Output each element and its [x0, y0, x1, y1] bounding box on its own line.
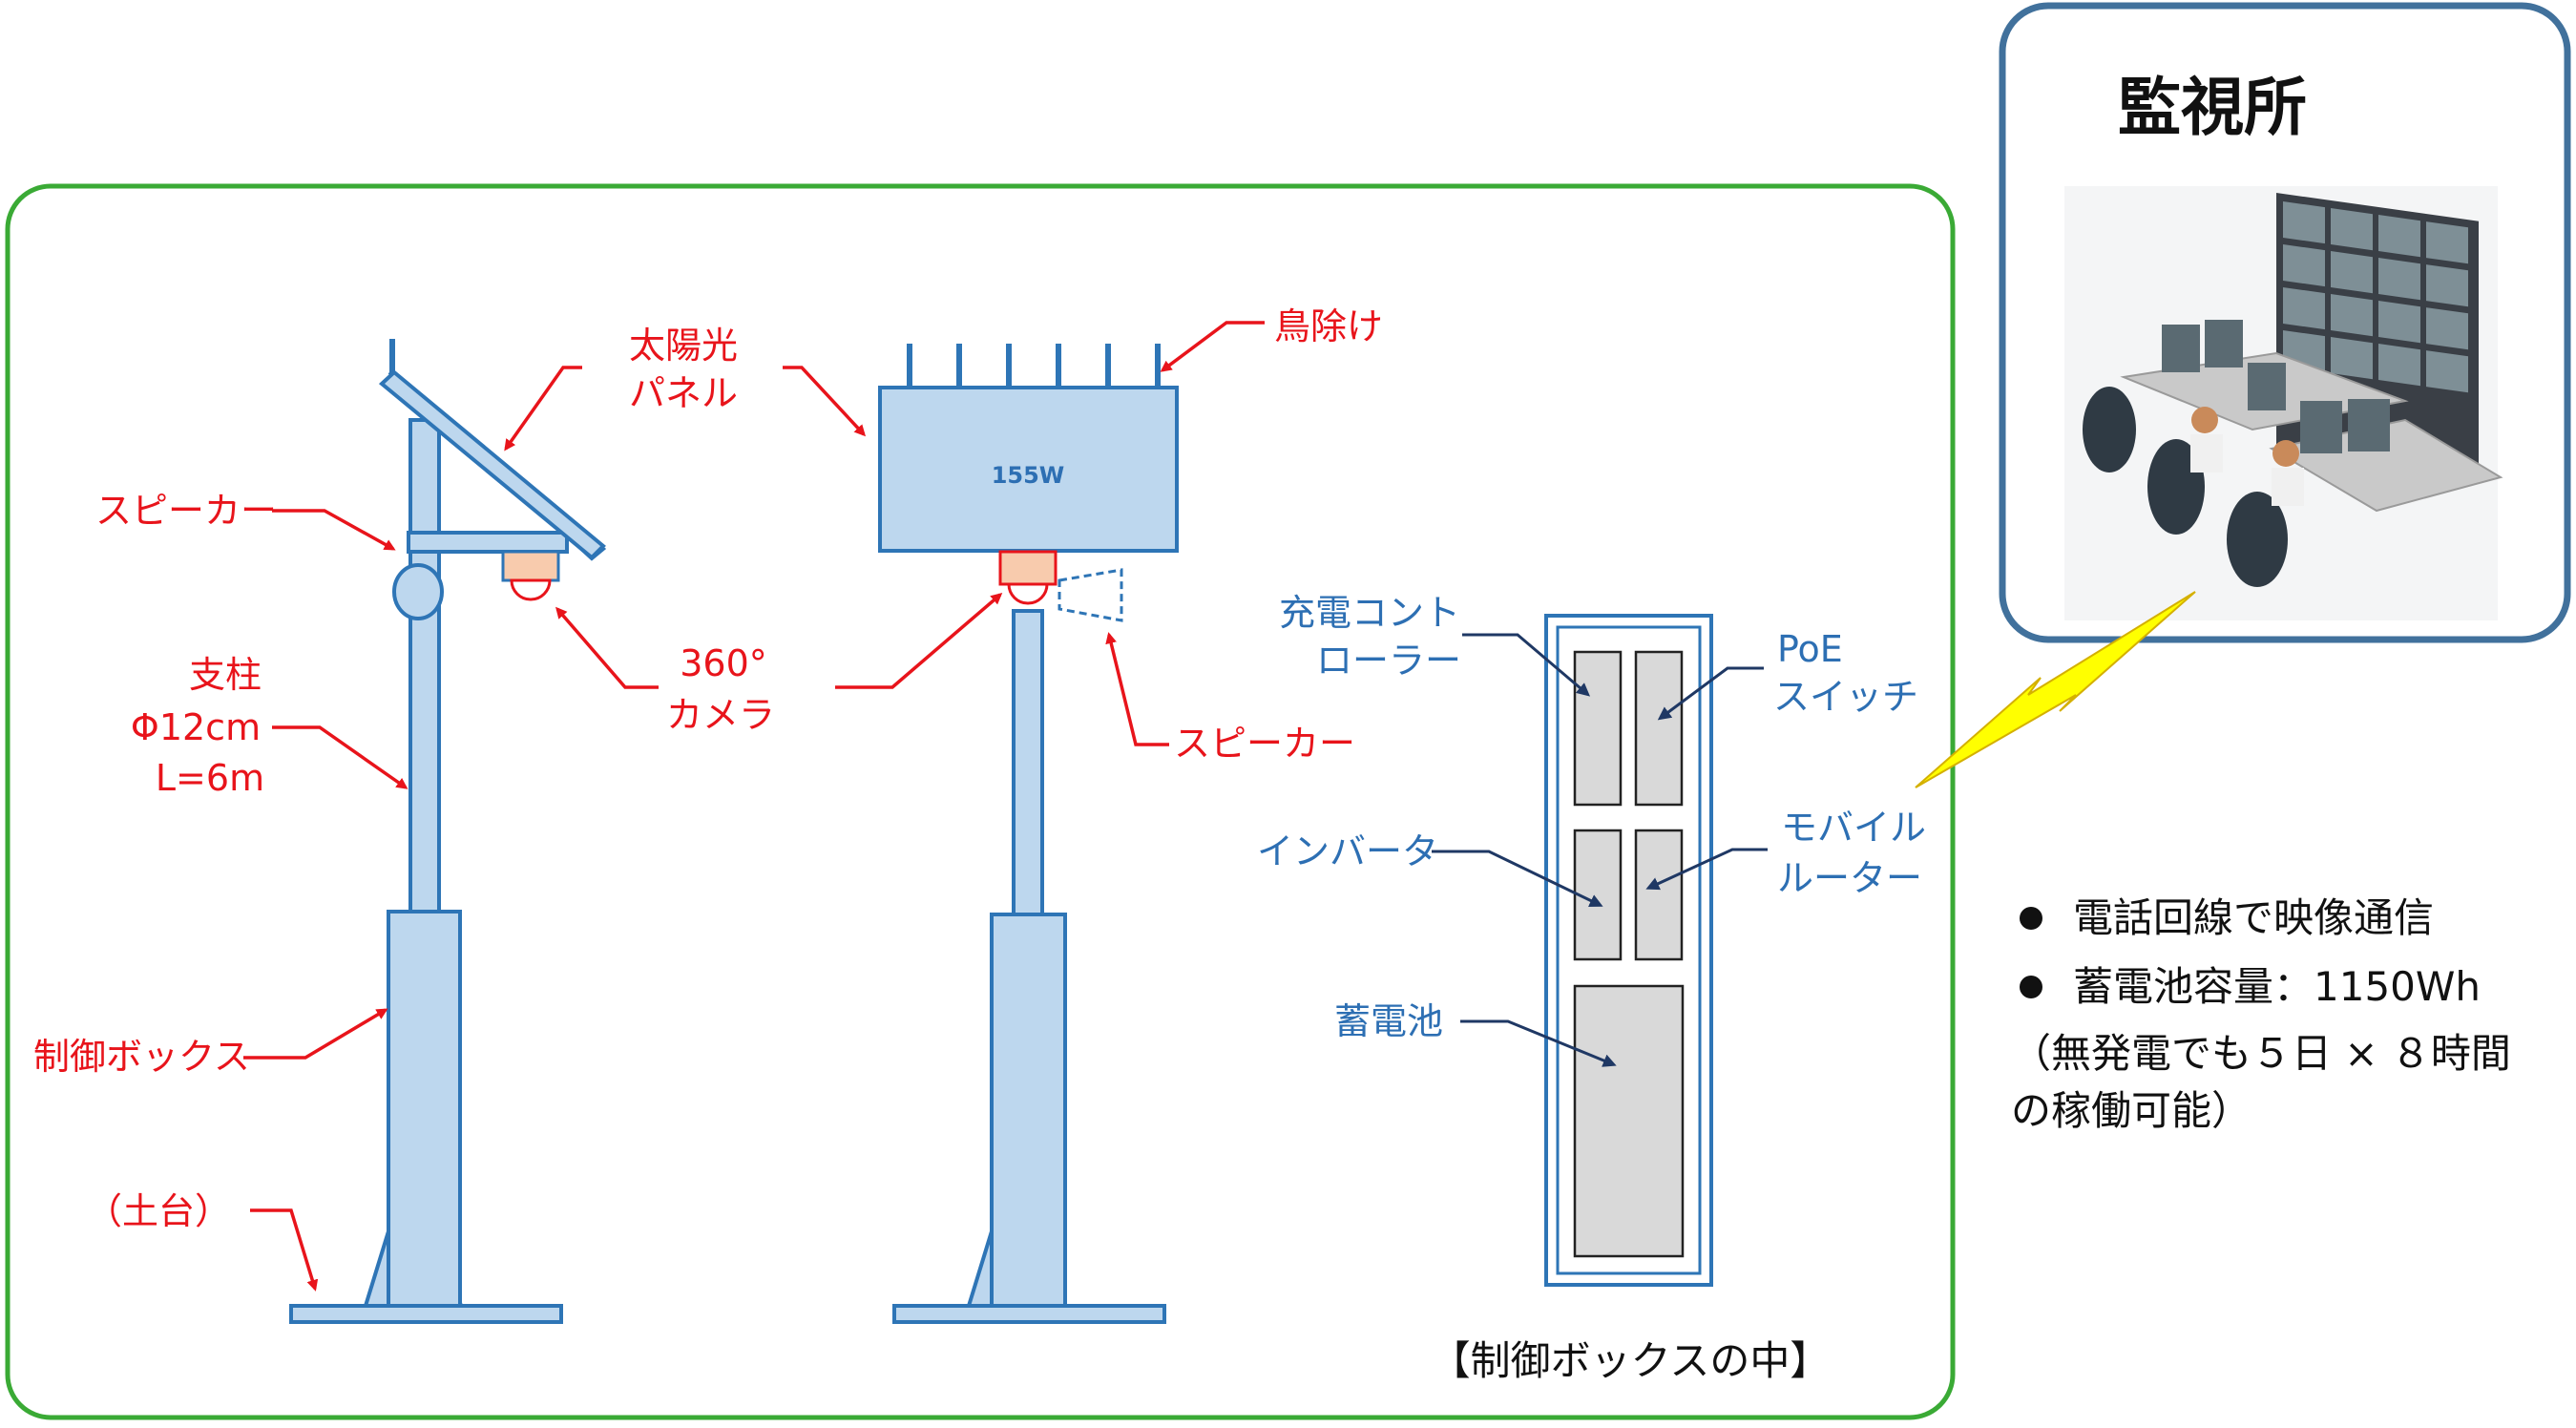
solar-panel-arrow-right — [783, 366, 867, 437]
control-box-front — [990, 913, 1067, 1308]
mobile-router-label: モバイル — [1781, 807, 1926, 849]
poe-switch — [1634, 650, 1684, 807]
operator-head — [2272, 440, 2299, 467]
bird-guard-arrow — [1160, 321, 1265, 372]
operator-body — [2190, 434, 2223, 472]
desk-monitor — [2162, 325, 2200, 372]
desk-monitor — [2248, 363, 2286, 410]
mounting-arm — [407, 531, 569, 554]
mobile-router-label-2: ルーター — [1777, 857, 1922, 899]
charge-controller-label-2: ローラー — [1316, 640, 1461, 682]
camera-mount-side — [501, 550, 560, 582]
bird-guard-spike — [1155, 344, 1161, 389]
chair — [2083, 387, 2136, 472]
bird-guard-spike — [1105, 344, 1111, 389]
pole-label-2: Φ12cm — [131, 706, 261, 748]
base-label: （土台） — [86, 1190, 231, 1232]
note-extra-2: の稼働可能） — [2011, 1087, 2251, 1134]
base-arrow — [250, 1208, 319, 1292]
camera-dome-front — [1007, 582, 1049, 605]
solar-panel-front — [878, 386, 1179, 553]
camera-arrow-left — [555, 606, 659, 689]
desk-monitor — [2348, 399, 2390, 452]
monitoring-station-title: 監視所 — [2118, 71, 2307, 144]
speaker-left-label: スピーカー — [95, 490, 277, 532]
mobile-router — [1634, 829, 1684, 961]
control-box-arrow — [243, 1008, 388, 1060]
poe-switch-label-2: スイッチ — [1773, 676, 1918, 718]
control-box-interior: 【制御ボックスの中】 — [1431, 614, 1831, 1384]
bird-guard-spike — [1006, 344, 1012, 389]
speaker-front — [1058, 568, 1123, 622]
charge-controller-arrow — [1462, 633, 1591, 697]
front-view-pole-assembly: 155W — [878, 344, 1179, 1324]
charge-controller-label: 充電コント — [1279, 592, 1460, 634]
camera-label: 360° — [680, 642, 767, 684]
speaker-side — [392, 563, 444, 620]
inverter-label: インバータ — [1257, 830, 1438, 872]
pole-arrow — [272, 725, 408, 789]
note-item-2: 蓄電池容量：1150Wh — [2073, 963, 2481, 1010]
mobile-router-arrow — [1645, 848, 1768, 891]
pole-label: 支柱 — [189, 654, 262, 696]
note-bullet — [2020, 976, 2042, 998]
bird-guard-spike — [389, 339, 395, 382]
control-box-caption: 【制御ボックスの中】 — [1431, 1337, 1831, 1384]
pole-front — [1012, 609, 1044, 916]
poe-switch-arrow — [1657, 666, 1764, 721]
note-item-1: 電話回線で映像通信 — [2073, 894, 2434, 941]
control-room-illustration — [2064, 186, 2503, 620]
speaker-right-arrow — [1105, 632, 1169, 746]
battery-arrow — [1460, 1019, 1617, 1067]
speaker-left-arrow — [272, 509, 396, 551]
control-box-label: 制御ボックス — [33, 1036, 250, 1078]
bird-guard-spike — [907, 344, 912, 389]
battery — [1573, 984, 1685, 1258]
wireless-link-icon — [1915, 591, 2196, 788]
camera-mount-front — [998, 550, 1058, 586]
desk-monitor — [2300, 401, 2342, 453]
camera-dome-side — [510, 578, 552, 601]
battery-label: 蓄電池 — [1334, 1000, 1443, 1042]
panel-watt-label: 155W — [992, 462, 1065, 489]
chair — [2227, 492, 2288, 587]
desk-monitor — [2205, 320, 2243, 368]
inverter-arrow — [1432, 850, 1603, 907]
camera-arrow-right — [835, 593, 1003, 689]
installation-frame — [5, 183, 1956, 1420]
note-extra-1: （無発電でも５日 × ８時間 — [2011, 1030, 2511, 1077]
control-box-side — [387, 910, 462, 1308]
solar-panel-label-2: パネル — [629, 372, 738, 414]
operator-body — [2272, 468, 2304, 506]
charge-controller — [1573, 650, 1623, 807]
pole-side — [408, 418, 441, 914]
solar-panel-arrow-left — [504, 366, 582, 452]
pole-label-3: L=6m — [156, 757, 264, 799]
base-plate — [289, 1304, 563, 1324]
side-view-pole-assembly — [289, 339, 607, 1324]
solar-panel-label: 太陽光 — [629, 325, 738, 367]
note-bullet — [2020, 907, 2042, 930]
bird-guard-label: 鳥除け — [1274, 305, 1383, 347]
camera-label-2: カメラ — [666, 694, 775, 736]
bird-guard-spike — [1056, 344, 1061, 389]
solar-panel-side-edge — [378, 369, 606, 560]
operator-head — [2191, 407, 2218, 433]
speaker-right-label: スピーカー — [1174, 723, 1355, 765]
base-plate — [892, 1304, 1166, 1324]
poe-switch-label: PoE — [1777, 628, 1843, 670]
bird-guard-spike — [956, 344, 962, 389]
